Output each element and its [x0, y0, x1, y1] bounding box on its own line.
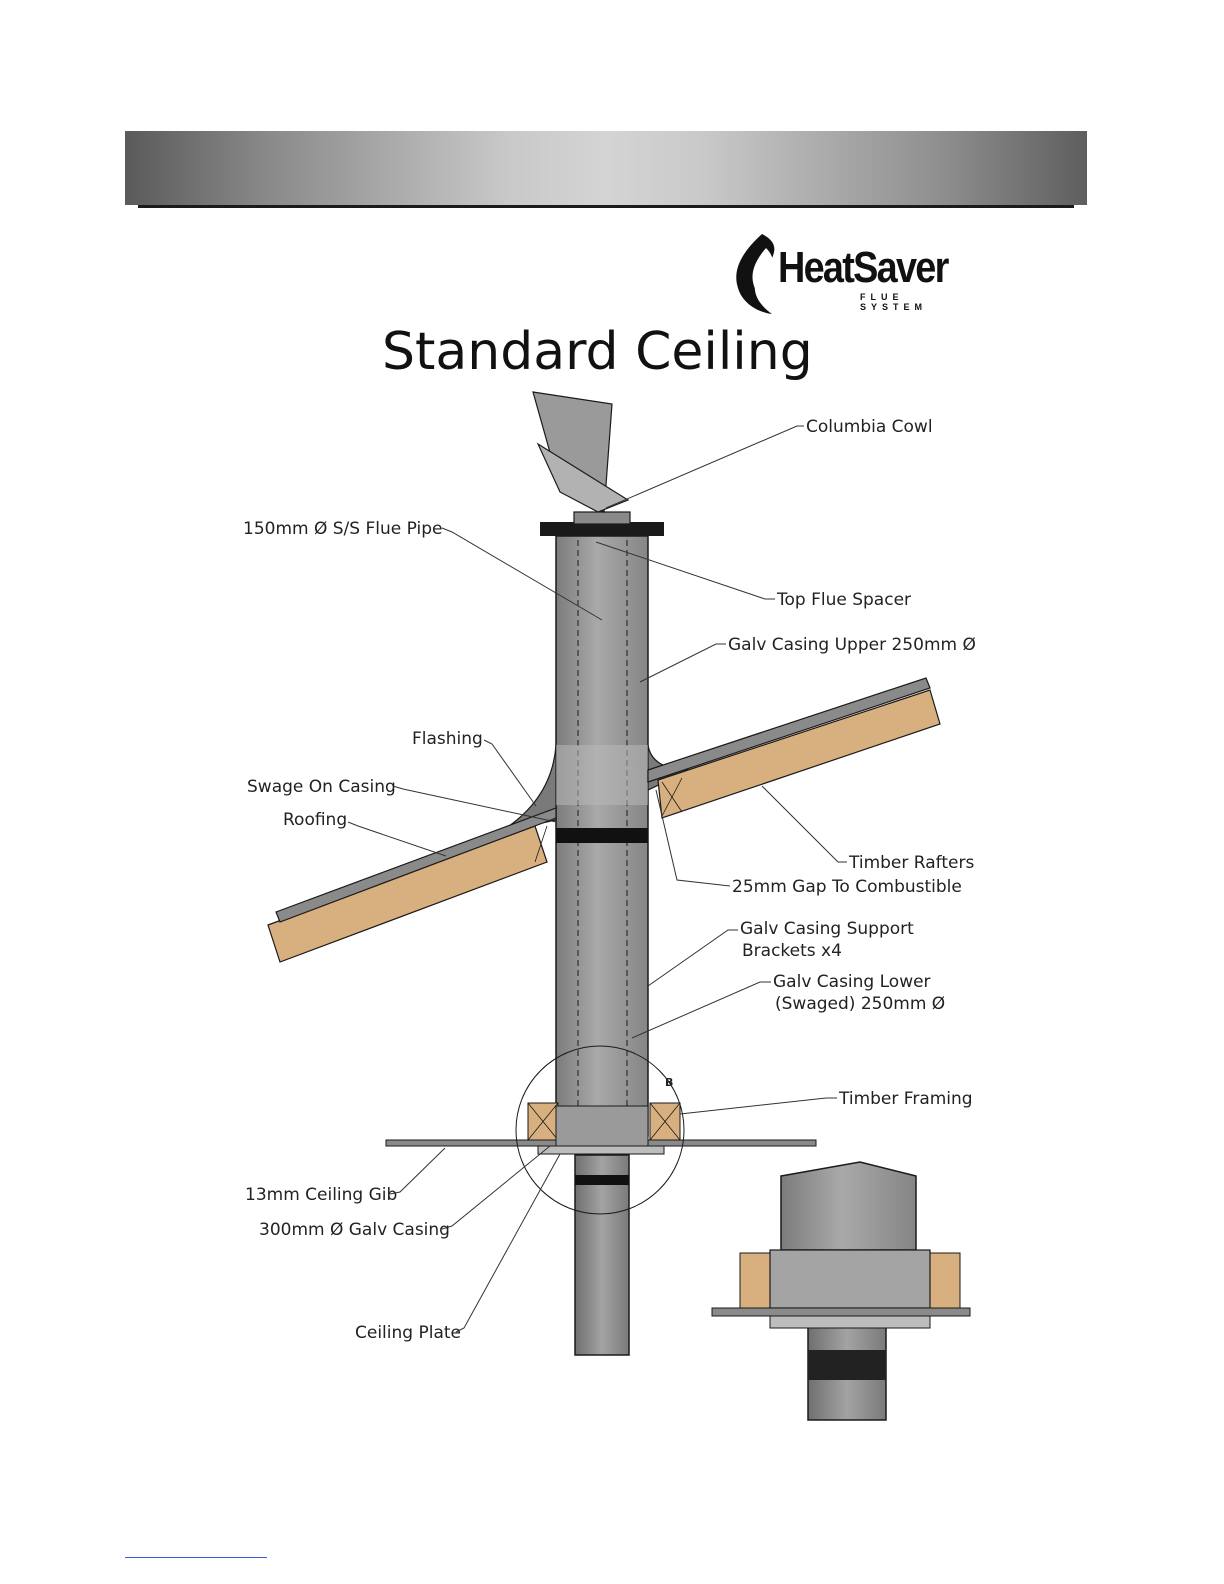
detail-casing — [780, 1161, 917, 1251]
rafter-cross-left — [534, 825, 548, 863]
heatsaver-logo: HeatSaver FLUE SYSTEM — [732, 230, 967, 318]
label-columbia-cowl: Columbia Cowl — [806, 417, 933, 437]
detail-timber-right — [929, 1252, 961, 1309]
detail-plate — [769, 1315, 931, 1329]
label-detail-marker: B — [665, 1076, 673, 1089]
label-flashing: Flashing — [412, 729, 483, 749]
label-timber-rafters: Timber Rafters — [848, 853, 974, 873]
logo-subtitle: FLUE SYSTEM — [860, 292, 928, 312]
top-flue-spacer — [540, 522, 664, 536]
detail-b-inset — [711, 1161, 971, 1421]
detail-circle-b — [515, 1045, 685, 1215]
leader-galv-casing-300 — [441, 1145, 551, 1230]
footer-line — [125, 1557, 267, 1558]
label-support-brackets-2: Brackets x4 — [742, 941, 842, 961]
label-galv-casing-upper: Galv Casing Upper 250mm Ø — [728, 635, 976, 655]
flame-icon — [736, 234, 775, 314]
label-ceiling-plate: Ceiling Plate — [355, 1323, 461, 1343]
ceiling-plate — [537, 1145, 665, 1155]
leader-flue-pipe — [441, 527, 603, 621]
lower-flue-pipe — [574, 1154, 630, 1356]
label-gap-to-combustible: 25mm Gap To Combustible — [732, 877, 962, 897]
rafter-cross-right — [661, 777, 683, 817]
detail-corrugation — [808, 1350, 886, 1380]
timber-cross-right — [649, 1102, 681, 1141]
cowl-lower-fin — [536, 442, 630, 513]
label-top-flue-spacer: Top Flue Spacer — [776, 590, 911, 610]
label-swage-on-casing: Swage On Casing — [247, 777, 396, 797]
label-ceiling-gib: 13mm Ceiling Gib — [245, 1185, 397, 1205]
leader-ceiling-plate — [455, 1153, 561, 1333]
flashing-collar — [556, 745, 648, 805]
page-title: Standard Ceiling — [382, 322, 813, 382]
leader-top-flue-spacer — [595, 541, 775, 600]
roofing-right — [647, 677, 931, 783]
lower-pipe-band — [575, 1175, 629, 1185]
header-bar — [125, 131, 1087, 205]
cowl-base — [573, 511, 631, 525]
timber-cross-left — [527, 1102, 559, 1141]
label-roofing: Roofing — [283, 810, 347, 830]
detail-gib — [711, 1307, 971, 1317]
roofing-left — [275, 807, 557, 923]
label-timber-framing: Timber Framing — [838, 1089, 973, 1109]
roof-rafter-right — [657, 689, 941, 819]
label-galv-casing-300: 300mm Ø Galv Casing — [259, 1220, 450, 1240]
swage-band — [556, 828, 648, 843]
label-support-brackets-1: Galv Casing Support — [740, 919, 914, 939]
roof-rafter-left — [267, 825, 548, 963]
header-underline — [138, 205, 1074, 208]
galv-casing-300 — [555, 1105, 649, 1147]
leader-timber-framing — [679, 1097, 837, 1115]
label-casing-lower-2: (Swaged) 250mm Ø — [775, 994, 945, 1014]
leader-timber-rafters — [761, 785, 847, 863]
leader-gap — [655, 789, 731, 887]
leader-roofing — [347, 821, 447, 857]
detail-collar — [769, 1249, 931, 1309]
logo-wordmark: HeatSaver — [778, 243, 949, 292]
leader-flashing — [483, 739, 537, 807]
detail-timber-left — [739, 1252, 771, 1309]
leader-lines — [347, 425, 847, 1333]
leader-support-brackets — [647, 929, 738, 987]
label-flue-pipe: 150mm Ø S/S Flue Pipe — [243, 519, 442, 539]
leader-galv-casing-upper — [639, 643, 726, 683]
leader-swage-on-casing — [392, 785, 557, 823]
label-casing-lower-1: Galv Casing Lower — [773, 972, 931, 992]
leader-columbia-cowl — [605, 425, 804, 509]
leader-ceiling-gib — [389, 1147, 446, 1195]
leader-casing-lower — [631, 981, 771, 1039]
